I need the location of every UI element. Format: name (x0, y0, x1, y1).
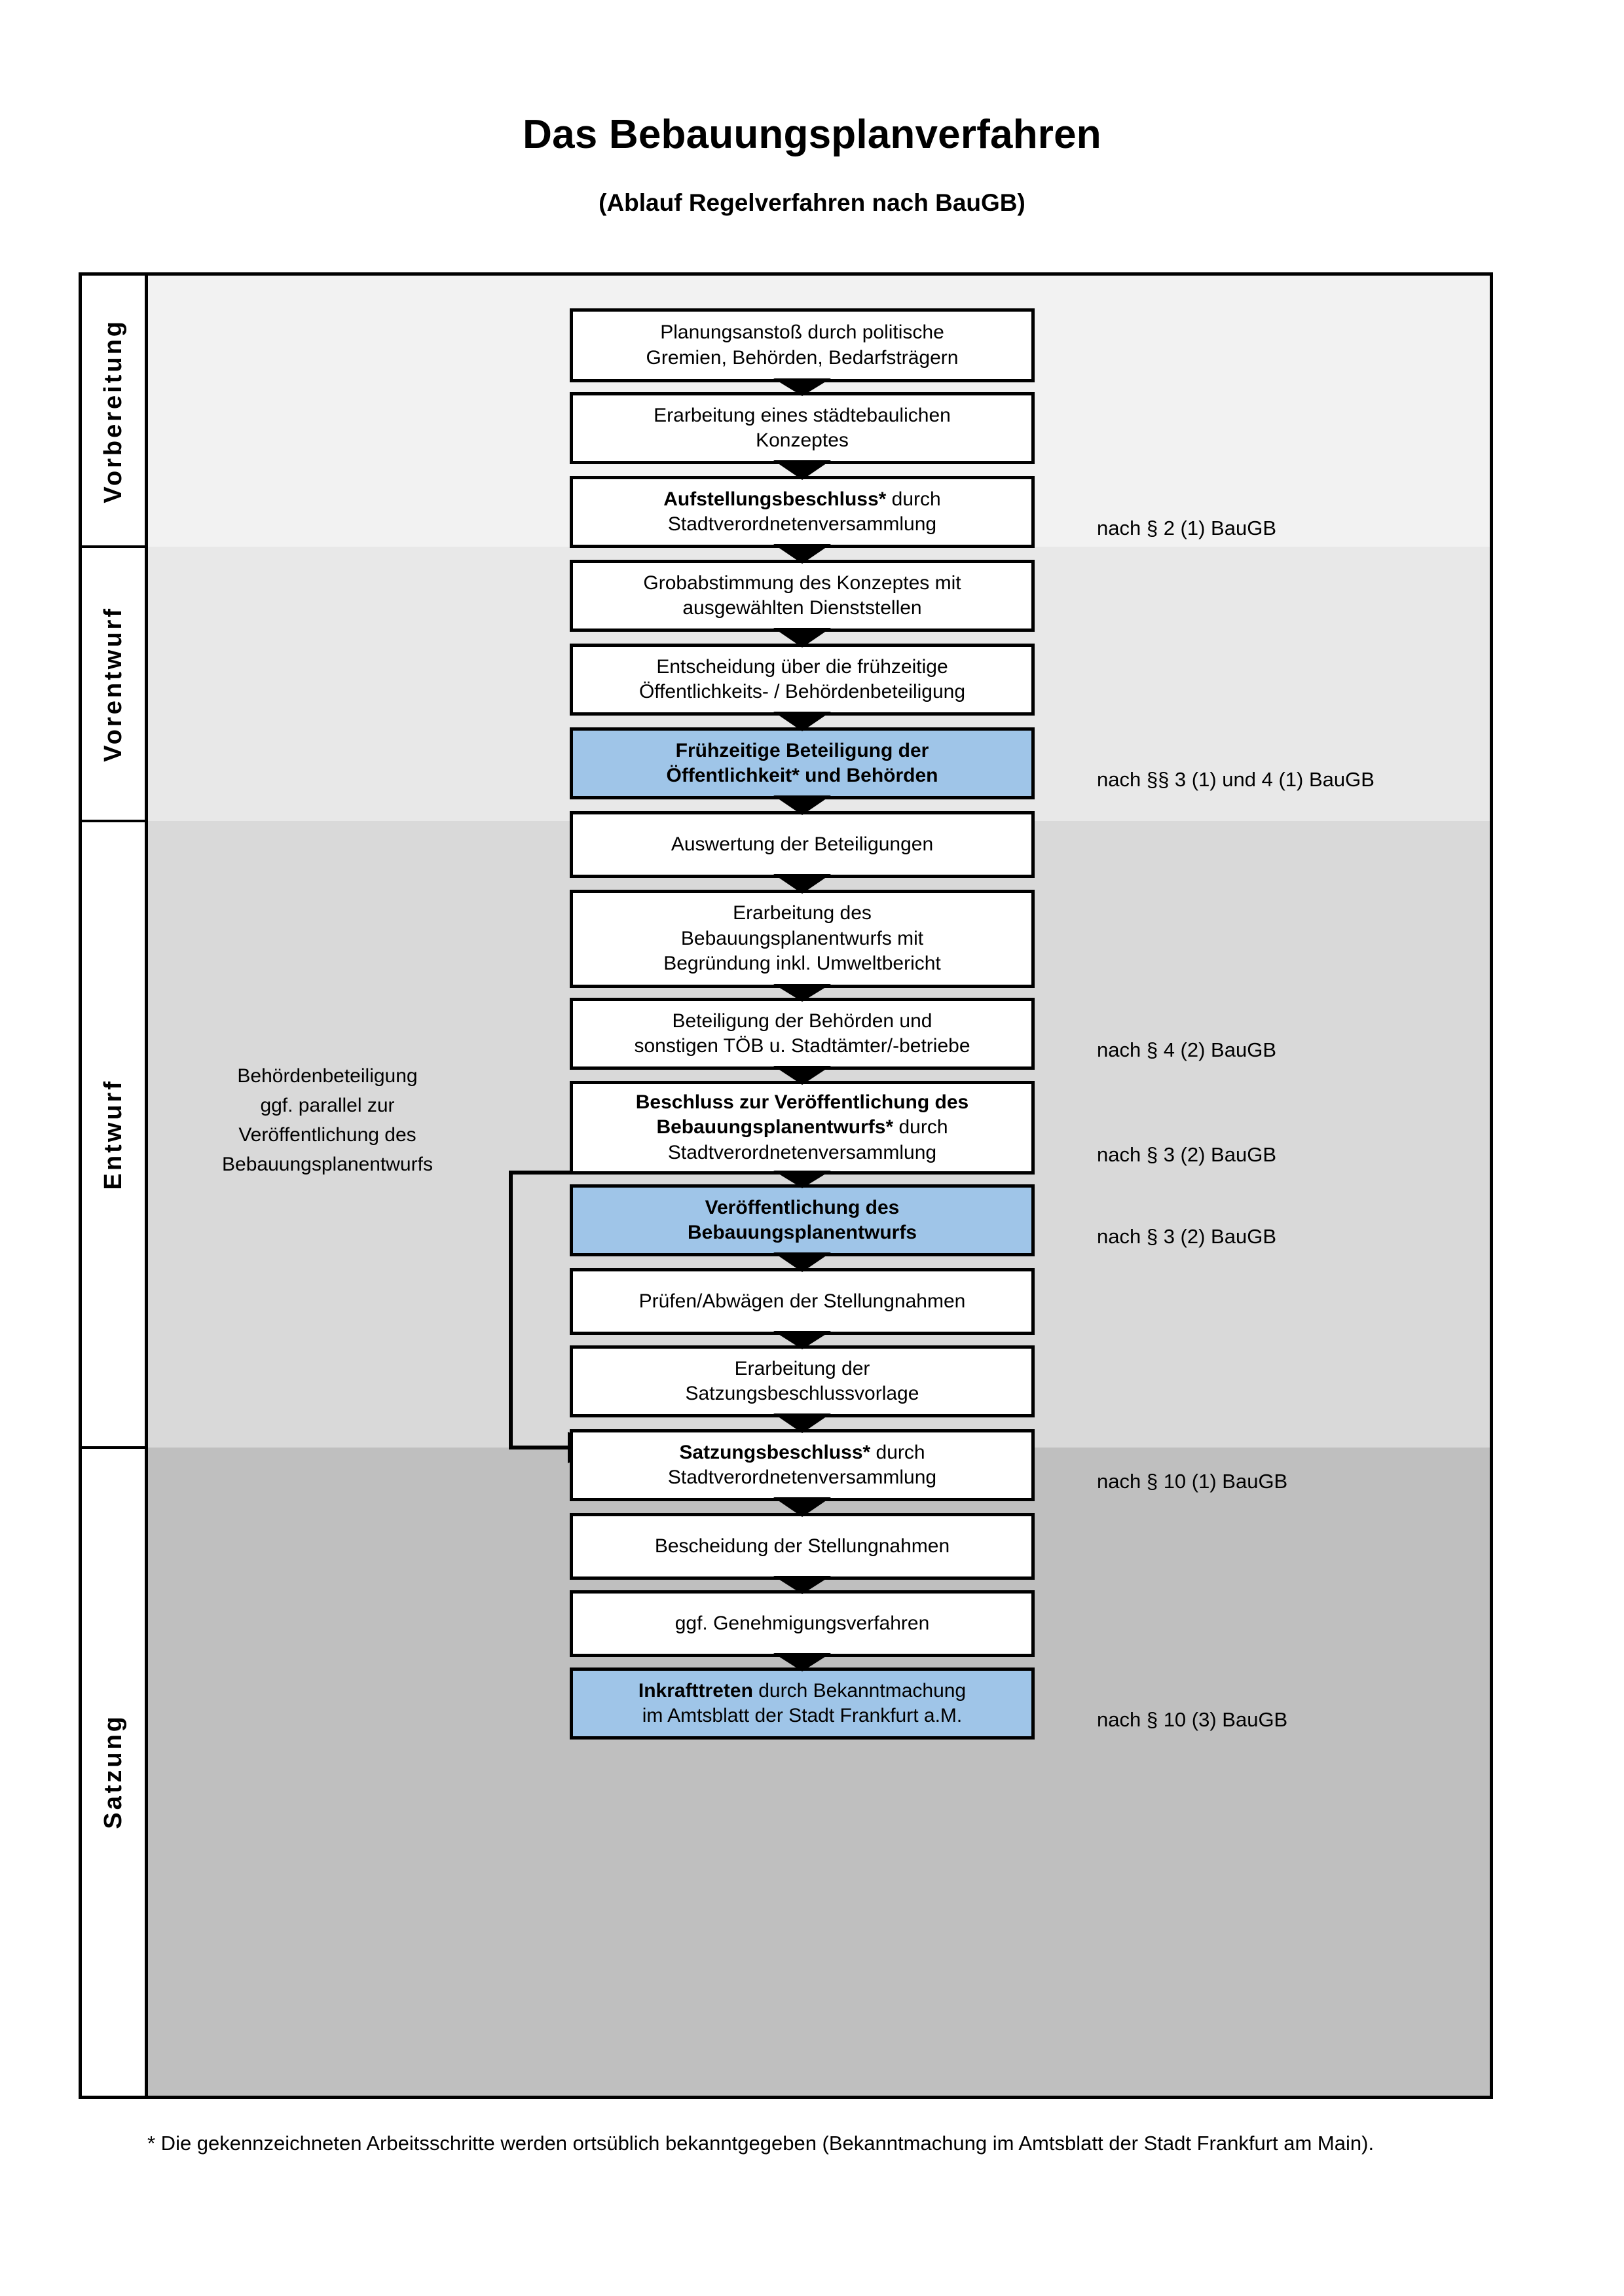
flow-arrow-1-to-2 (773, 378, 831, 396)
phase-label-text: Vorentwurf (99, 606, 127, 762)
legal-reference-step-6: nach §§ 3 (1) und 4 (1) BauGB (1097, 768, 1375, 791)
flow-arrow-15-to-16 (773, 1576, 831, 1594)
flow-arrow-12-to-13 (773, 1331, 831, 1349)
flow-arrow-13-to-14 (773, 1413, 831, 1433)
flow-arrow-16-to-17 (773, 1653, 831, 1671)
flow-arrow-10-to-11 (773, 1171, 831, 1188)
flow-arrow-7-to-8 (773, 874, 831, 894)
flow-arrow-6-to-7 (773, 795, 831, 815)
page-title: Das Bebauungsplanverfahren (523, 112, 1101, 157)
process-step-label: Auswertung der Beteiligungen (671, 833, 934, 855)
flow-arrow-9-to-10 (773, 1066, 831, 1085)
phase-label-text: Vorbereitung (99, 319, 127, 503)
flow-arrow-5-to-6 (773, 712, 831, 731)
legal-reference-step-14: nach § 10 (1) BauGB (1097, 1470, 1288, 1493)
process-step-7: Auswertung der Beteiligungen (570, 811, 1035, 878)
phase-label-text: Satzung (99, 1714, 127, 1829)
flow-arrow-11-to-12 (773, 1252, 831, 1272)
flow-arrow-3-to-4 (773, 544, 831, 564)
legal-reference-step-10: nach § 3 (2) BauGB (1097, 1143, 1276, 1166)
document-header: Das Bebauungsplanverfahren (Ablauf Regel… (0, 0, 1624, 217)
legal-reference-step-11: nach § 3 (2) BauGB (1097, 1225, 1276, 1248)
flow-arrow-4-to-5 (773, 628, 831, 647)
process-step-label: Prüfen/Abwägen der Stellungnahmen (638, 1290, 966, 1312)
sidenote-line: Veröffentlichung des (238, 1124, 416, 1146)
phase-divider-vorentwurf (82, 545, 147, 548)
legal-reference-step-17: nach § 10 (3) BauGB (1097, 1708, 1288, 1731)
phase-divider-satzung (82, 1446, 147, 1449)
phase-label-entwurf: Entwurf (82, 821, 145, 1448)
phase-label-vorentwurf: Vorentwurf (82, 547, 145, 821)
label-column-divider (145, 276, 148, 2096)
flow-arrow-14-to-15 (773, 1497, 831, 1517)
process-step-label: ggf. Genehmigungsverfahren (674, 1612, 930, 1634)
sidenote-line: Bebauungsplanentwurfs (222, 1154, 433, 1175)
phase-divider-entwurf (82, 820, 147, 822)
process-step-label: Bescheidung der Stellungnahmen (654, 1535, 950, 1557)
phase-label-text: Entwurf (99, 1078, 127, 1190)
sidenote-line: Behördenbeteiligung (237, 1065, 418, 1087)
flow-arrow-8-to-9 (773, 984, 831, 1002)
sidenote-line: ggf. parallel zur (260, 1095, 395, 1116)
process-step-15: Bescheidung der Stellungnahmen (570, 1513, 1035, 1580)
legal-reference-step-3: nach § 2 (1) BauGB (1097, 517, 1276, 539)
legal-reference-step-9: nach § 4 (2) BauGB (1097, 1038, 1276, 1061)
phase-label-satzung: Satzung (82, 1448, 145, 2096)
flow-arrow-2-to-3 (773, 460, 831, 480)
process-step-12: Prüfen/Abwägen der Stellungnahmen (570, 1268, 1035, 1335)
page-subtitle: (Ablauf Regelverfahren nach BauGB) (599, 189, 1025, 216)
footnote: * Die gekennzeichneten Arbeitsschritte w… (147, 2132, 1375, 2155)
process-step-16: ggf. Genehmigungsverfahren (570, 1590, 1035, 1657)
phase-label-vorbereitung: Vorbereitung (82, 276, 145, 547)
